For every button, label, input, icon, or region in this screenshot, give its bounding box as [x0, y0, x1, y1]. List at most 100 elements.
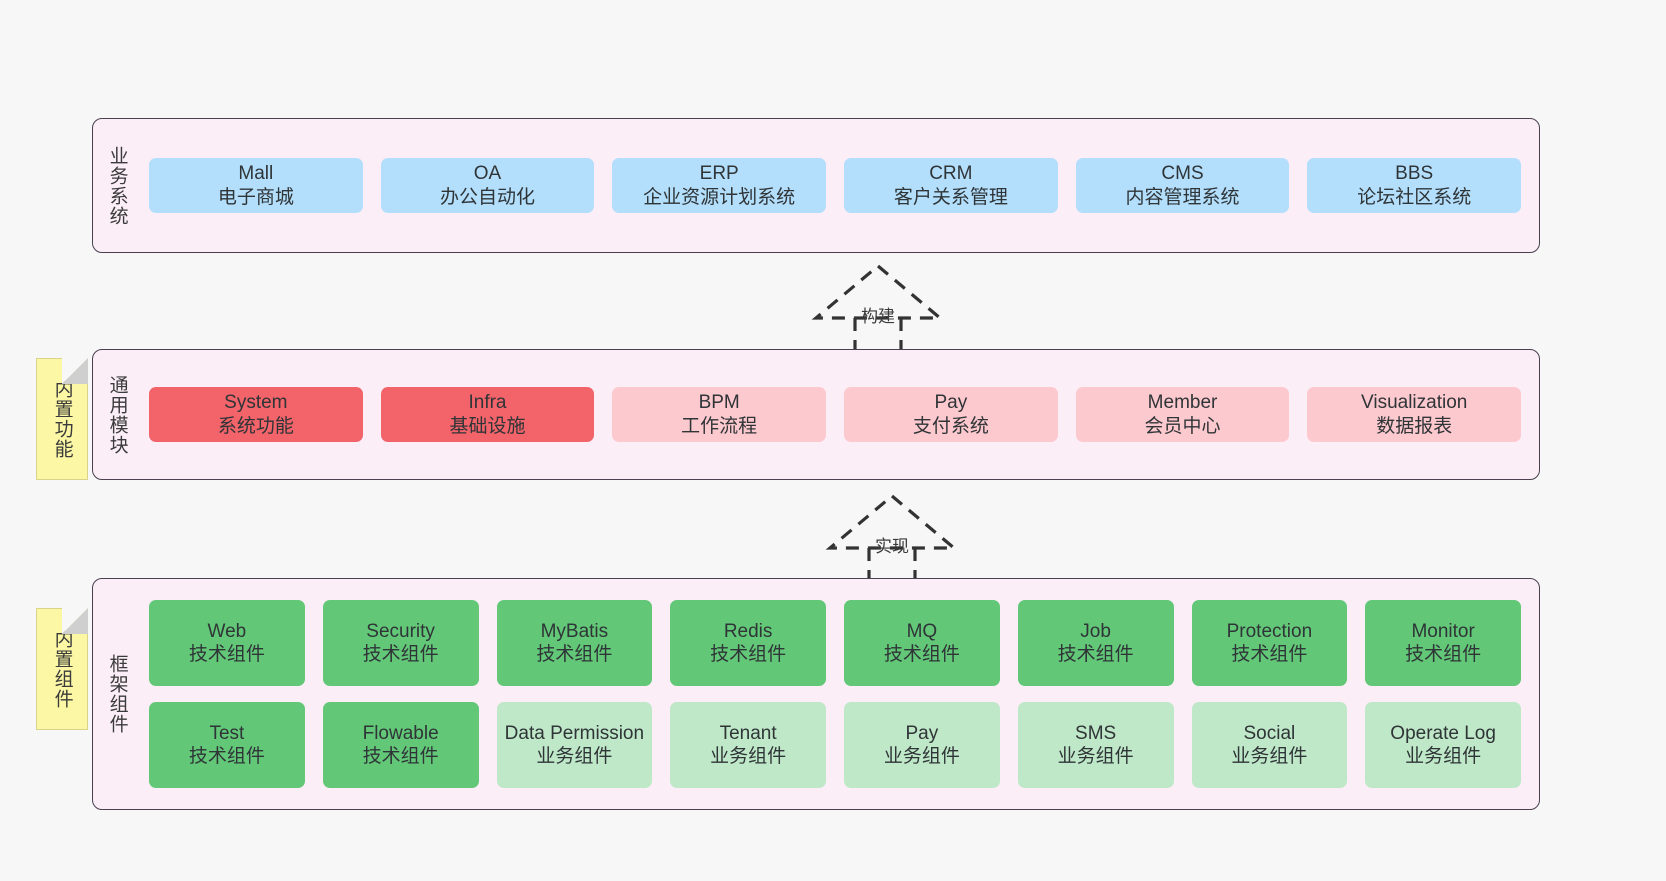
card-test[interactable]: Test 技术组件 — [149, 702, 305, 788]
card-title: Job — [1080, 620, 1111, 642]
card-row: Mall 电子商城 OA 办公自动化 ERP 企业资源计划系统 CRM 客户关系… — [149, 158, 1522, 213]
card-pay[interactable]: Pay 支付系统 — [844, 387, 1058, 442]
card-sms[interactable]: SMS 业务组件 — [1017, 702, 1174, 788]
card-crm[interactable]: CRM 客户关系管理 — [844, 158, 1058, 213]
connector-label-build: 构建 — [861, 307, 895, 326]
card-bpm[interactable]: BPM 工作流程 — [612, 387, 827, 442]
layer-title-common-module: 通用模块 — [106, 374, 128, 455]
card-subtitle: 技术组件 — [710, 644, 787, 665]
card-title: MQ — [906, 620, 938, 642]
card-job[interactable]: Job 技术组件 — [1017, 600, 1174, 686]
card-subtitle: 技术组件 — [188, 644, 265, 665]
card-subtitle: 技术组件 — [1405, 644, 1482, 665]
card-title: Flowable — [362, 722, 439, 744]
card-monitor[interactable]: Monitor 技术组件 — [1365, 600, 1521, 686]
card-title: Web — [207, 620, 247, 642]
layer-common-module: 通用模块 System 系统功能 Infra 基础设施 BPM 工作流程 Pay… — [92, 349, 1540, 480]
card-title: Pay — [934, 392, 968, 414]
card-title: Member — [1147, 392, 1218, 414]
card-title: ERP — [699, 163, 739, 185]
card-title: BPM — [698, 392, 740, 414]
card-cms[interactable]: CMS 内容管理系统 — [1075, 158, 1290, 213]
card-mall[interactable]: Mall 电子商城 — [149, 158, 363, 213]
card-bbs[interactable]: BBS 论坛社区系统 — [1307, 158, 1522, 213]
layer-title-business-system: 业务系统 — [106, 145, 128, 226]
card-subtitle: 技术组件 — [536, 644, 613, 665]
card-subtitle: 业务组件 — [1405, 746, 1482, 767]
card-subtitle: 基础设施 — [449, 415, 526, 437]
card-operate-log[interactable]: Operate Log 业务组件 — [1365, 702, 1521, 788]
card-title: System — [224, 392, 288, 414]
card-title: OA — [473, 163, 502, 185]
card-title: Pay — [905, 722, 939, 744]
card-web[interactable]: Web 技术组件 — [149, 600, 305, 686]
card-title: Mall — [238, 163, 274, 185]
connector-label-implement: 实现 — [875, 537, 909, 556]
card-subtitle: 支付系统 — [912, 415, 989, 437]
layer-title-framework-component: 框架组件 — [106, 654, 128, 734]
card-title: Infra — [468, 392, 507, 414]
card-subtitle: 会员中心 — [1144, 415, 1221, 437]
card-subtitle: 技术组件 — [883, 644, 960, 665]
note-label: 内置功能 — [51, 379, 73, 459]
card-data-permission[interactable]: Data Permission 业务组件 — [496, 702, 653, 788]
card-title: Monitor — [1411, 620, 1475, 642]
card-title: CRM — [929, 163, 973, 185]
card-title: Data Permission — [504, 722, 645, 744]
card-mq[interactable]: MQ 技术组件 — [844, 600, 1000, 686]
card-pay-business[interactable]: Pay 业务组件 — [844, 702, 1000, 788]
card-tenant[interactable]: Tenant 业务组件 — [670, 702, 826, 788]
note-builtin-function: 内置功能 — [36, 358, 88, 480]
card-subtitle: 业务组件 — [883, 746, 960, 767]
card-title: Tenant — [719, 722, 777, 744]
card-redis[interactable]: Redis 技术组件 — [670, 600, 826, 686]
card-subtitle: 业务组件 — [1057, 746, 1134, 767]
card-member[interactable]: Member 会员中心 — [1075, 387, 1290, 442]
card-row: Test 技术组件 Flowable 技术组件 Data Permission … — [149, 702, 1521, 788]
card-erp[interactable]: ERP 企业资源计划系统 — [612, 158, 827, 213]
card-title: Protection — [1226, 620, 1313, 642]
card-subtitle: 技术组件 — [362, 746, 439, 767]
card-protection[interactable]: Protection 技术组件 — [1191, 600, 1348, 686]
layer-body-business-system: Mall 电子商城 OA 办公自动化 ERP 企业资源计划系统 CRM 客户关系… — [141, 119, 1539, 252]
card-title: MyBatis — [540, 620, 609, 642]
card-subtitle: 技术组件 — [362, 644, 439, 665]
card-mybatis[interactable]: MyBatis 技术组件 — [496, 600, 653, 686]
note-label: 内置组件 — [51, 629, 73, 709]
connector-build: 构建 — [798, 262, 958, 358]
card-subtitle: 电子商城 — [217, 186, 294, 208]
card-social[interactable]: Social 业务组件 — [1191, 702, 1348, 788]
card-title: Visualization — [1361, 392, 1468, 414]
layer-business-system: 业务系统 Mall 电子商城 OA 办公自动化 ERP 企业资源计划系统 CRM… — [92, 118, 1540, 253]
card-title: Security — [366, 620, 435, 642]
card-subtitle: 企业资源计划系统 — [643, 186, 796, 208]
connector-implement: 实现 — [812, 492, 972, 588]
card-row: System 系统功能 Infra 基础设施 BPM 工作流程 Pay 支付系统… — [149, 387, 1522, 442]
card-subtitle: 业务组件 — [536, 746, 613, 767]
card-title: Test — [209, 722, 245, 744]
layer-body-framework-component: Web 技术组件 Security 技术组件 MyBatis 技术组件 Redi… — [141, 579, 1539, 809]
note-builtin-component: 内置组件 — [36, 608, 88, 730]
card-security[interactable]: Security 技术组件 — [322, 600, 479, 686]
card-subtitle: 办公自动化 — [440, 186, 536, 208]
card-oa[interactable]: OA 办公自动化 — [380, 158, 595, 213]
card-subtitle: 工作流程 — [681, 415, 758, 437]
card-subtitle: 业务组件 — [1231, 746, 1308, 767]
card-infra[interactable]: Infra 基础设施 — [380, 387, 595, 442]
card-subtitle: 客户关系管理 — [893, 186, 1008, 208]
card-title: Operate Log — [1390, 722, 1496, 744]
card-flowable[interactable]: Flowable 技术组件 — [322, 702, 479, 788]
card-subtitle: 数据报表 — [1376, 415, 1453, 437]
layer-body-common-module: System 系统功能 Infra 基础设施 BPM 工作流程 Pay 支付系统… — [141, 350, 1539, 479]
card-subtitle: 技术组件 — [1231, 644, 1308, 665]
card-title: SMS — [1075, 722, 1117, 744]
card-title: Social — [1243, 722, 1296, 744]
card-visualization[interactable]: Visualization 数据报表 — [1307, 387, 1522, 442]
card-subtitle: 内容管理系统 — [1125, 186, 1240, 208]
card-subtitle: 系统功能 — [217, 415, 294, 437]
card-subtitle: 技术组件 — [188, 746, 265, 767]
card-subtitle: 业务组件 — [710, 746, 787, 767]
card-system[interactable]: System 系统功能 — [149, 387, 363, 442]
card-title: BBS — [1395, 163, 1434, 185]
card-title: Redis — [723, 620, 773, 642]
